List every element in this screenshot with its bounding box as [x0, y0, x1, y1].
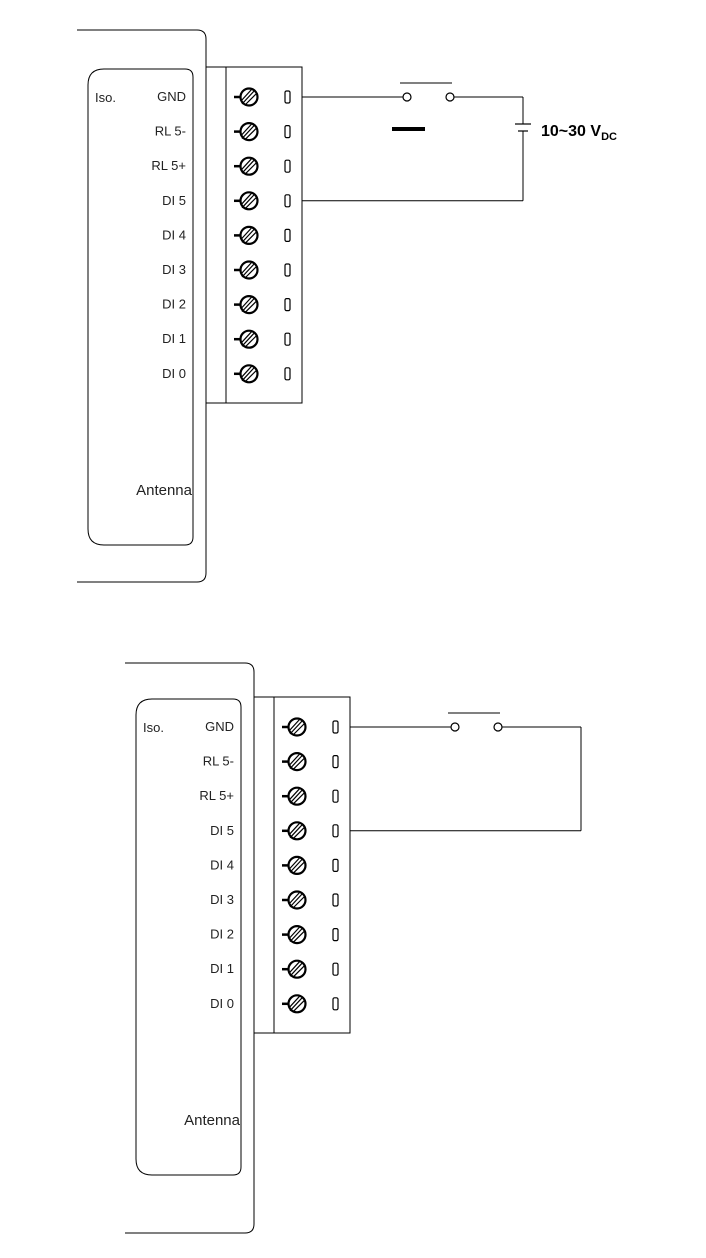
- terminal-contact-icon: [333, 894, 338, 906]
- terminal-screw-icon[interactable]: [282, 857, 306, 874]
- pin-label: DI 4: [162, 227, 186, 242]
- terminal-contact-icon: [285, 126, 290, 138]
- pin-label: DI 1: [210, 961, 234, 976]
- terminal-screw-icon[interactable]: [282, 788, 306, 805]
- terminal-block-base: [254, 697, 274, 1033]
- pin-label: DI 2: [162, 297, 186, 312]
- pin-label: DI 0: [210, 996, 234, 1011]
- terminal-screw-icon[interactable]: [282, 753, 306, 770]
- terminal-contact-icon: [333, 790, 338, 802]
- switch-contact-icon: [451, 723, 459, 731]
- pin-label: DI 0: [162, 366, 186, 381]
- pin-row: RL 5+: [199, 788, 338, 805]
- terminal-contact-icon: [285, 160, 290, 172]
- pin-row: RL 5-: [203, 753, 338, 770]
- iso-label: Iso.: [143, 720, 164, 735]
- terminal-contact-icon: [285, 299, 290, 311]
- terminal-screw-icon[interactable]: [282, 961, 306, 978]
- voltage-subscript: DC: [601, 131, 617, 143]
- pin-label: GND: [157, 89, 186, 104]
- module-housing: [125, 663, 254, 1233]
- terminal-screw-icon[interactable]: [282, 892, 306, 909]
- terminal-contact-icon: [285, 91, 290, 103]
- terminal-screw-icon[interactable]: [234, 158, 258, 175]
- terminal-contact-icon: [285, 195, 290, 207]
- pin-label: DI 3: [162, 262, 186, 277]
- pin-label: DI 3: [210, 892, 234, 907]
- pin-row: GND: [157, 89, 290, 106]
- terminal-contact-icon: [333, 998, 338, 1010]
- diagram-1: Iso. GND RL 5- RL 5+ DI 5 DI 4 DI 3 DI 2 DI 1 DI …: [77, 30, 617, 582]
- antenna-label: Antenna: [136, 482, 193, 499]
- terminal-block-base: [206, 67, 226, 403]
- terminal-screw-icon[interactable]: [282, 822, 306, 839]
- pin-row: RL 5-: [155, 123, 290, 140]
- switch-contact-icon: [403, 93, 411, 101]
- terminal-screw-icon[interactable]: [234, 89, 258, 106]
- module-housing: [77, 30, 206, 582]
- voltage-label: 10~30 VDC: [541, 123, 617, 143]
- pin-label: DI 5: [210, 823, 234, 838]
- pin-row: RL 5+: [151, 158, 290, 175]
- terminal-contact-icon: [333, 859, 338, 871]
- terminal-contact-icon: [333, 825, 338, 837]
- terminal-screw-icon[interactable]: [234, 123, 258, 140]
- pin-label: RL 5-: [155, 124, 186, 139]
- terminal-contact-icon: [285, 368, 290, 380]
- terminal-screw-icon[interactable]: [282, 995, 306, 1012]
- terminal-screw-icon[interactable]: [282, 719, 306, 736]
- pin-label: DI 5: [162, 193, 186, 208]
- terminal-contact-icon: [285, 229, 290, 241]
- switch-contact-icon: [494, 723, 502, 731]
- switch-contact-icon: [446, 93, 454, 101]
- pin-row: GND: [205, 719, 338, 736]
- pin-label: RL 5+: [199, 788, 234, 803]
- antenna-label: Antenna: [184, 1112, 241, 1129]
- wiring: 10~30 VDC: [302, 83, 617, 201]
- terminal-screw-icon[interactable]: [282, 926, 306, 943]
- diagram-2: Iso. GND RL 5- RL 5+ DI 5 DI 4 DI 3 DI 2 DI 1 DI …: [125, 663, 581, 1233]
- pin-label: DI 1: [162, 331, 186, 346]
- terminal-contact-icon: [333, 721, 338, 733]
- pin-label: RL 5+: [151, 158, 186, 173]
- terminal-screw-icon[interactable]: [234, 227, 258, 244]
- terminal-contact-icon: [333, 756, 338, 768]
- minus-icon: [392, 127, 425, 131]
- pin-label: DI 4: [210, 857, 234, 872]
- pin-label: GND: [205, 719, 234, 734]
- terminal-screw-icon[interactable]: [234, 331, 258, 348]
- terminal-contact-icon: [285, 264, 290, 276]
- terminal-contact-icon: [333, 929, 338, 941]
- wiring: [350, 713, 581, 831]
- terminal-screw-icon[interactable]: [234, 262, 258, 279]
- terminal-contact-icon: [285, 333, 290, 345]
- pin-label: DI 2: [210, 927, 234, 942]
- pin-label: RL 5-: [203, 754, 234, 769]
- terminal-screw-icon[interactable]: [234, 365, 258, 382]
- voltage-value: 10~30 V: [541, 123, 601, 140]
- terminal-screw-icon[interactable]: [234, 296, 258, 313]
- terminal-contact-icon: [333, 963, 338, 975]
- terminal-screw-icon[interactable]: [234, 192, 258, 209]
- iso-label: Iso.: [95, 90, 116, 105]
